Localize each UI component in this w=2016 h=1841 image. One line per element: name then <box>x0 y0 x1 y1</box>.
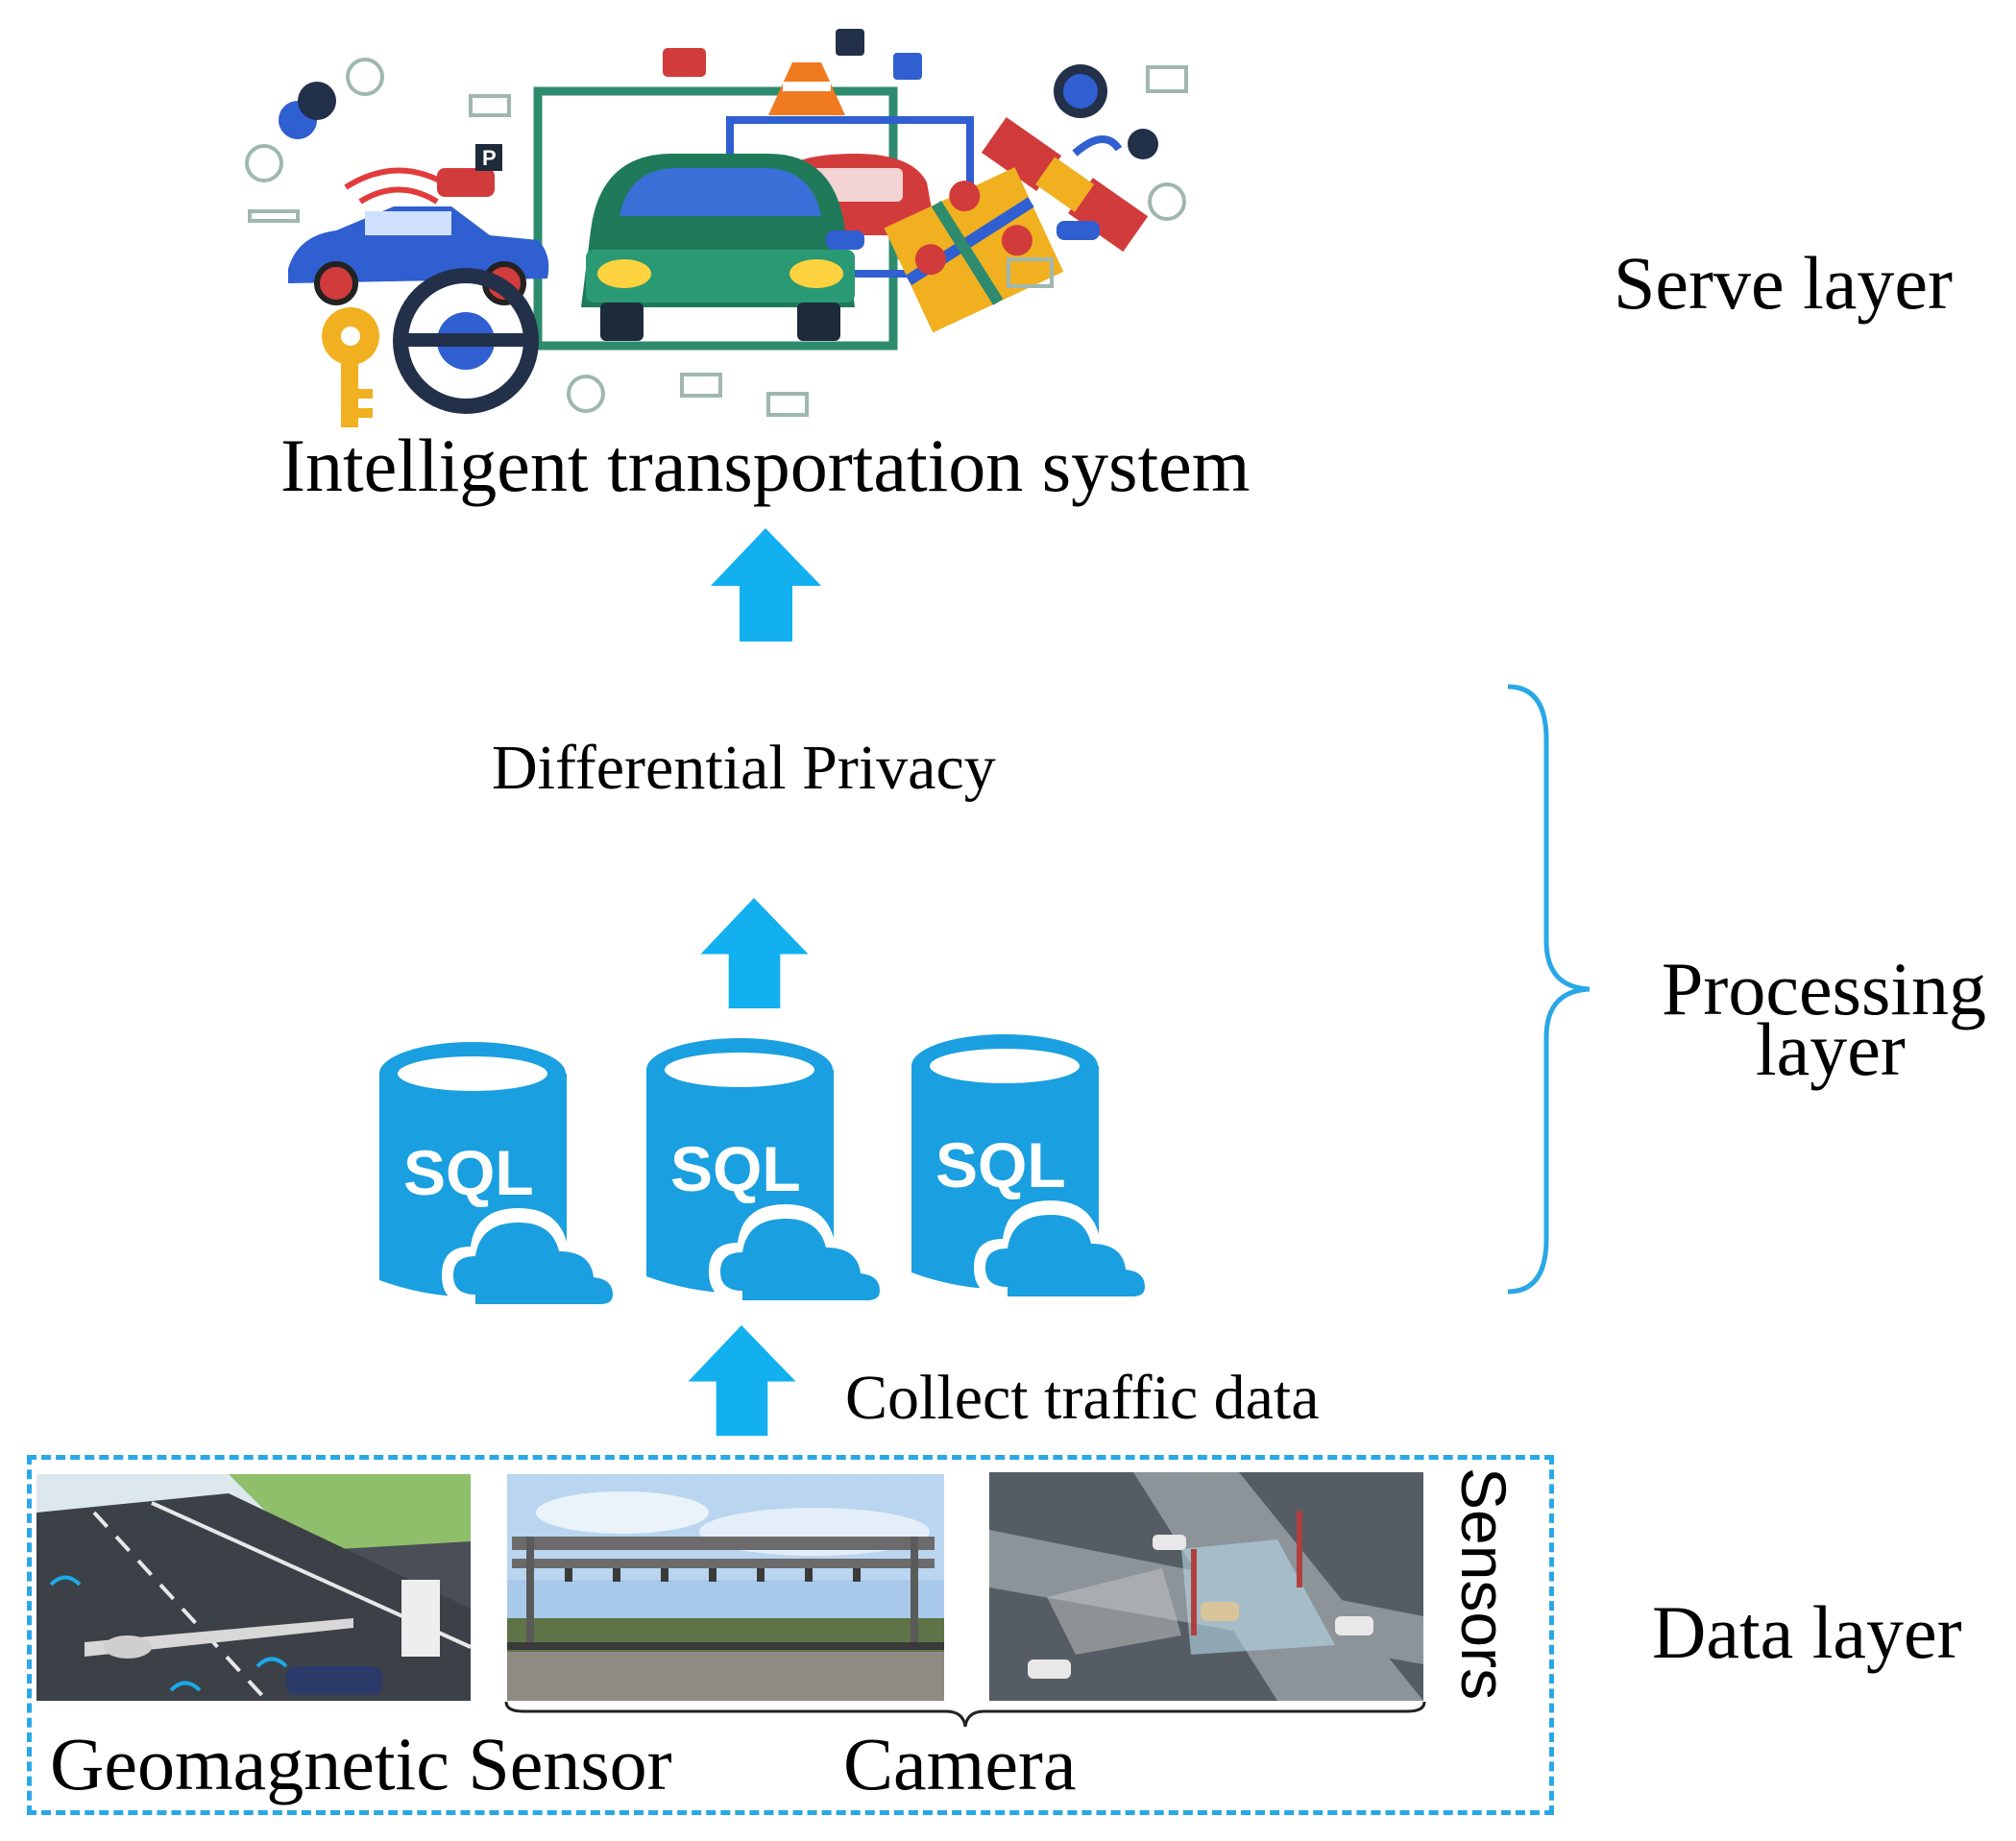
person-icon <box>1128 129 1158 159</box>
geomagnetic-sensor-road-image <box>36 1474 471 1701</box>
collect-traffic-data-label: Collect traffic data <box>845 1363 1320 1433</box>
serve-layer-label: Serve layer <box>1614 241 1953 325</box>
geomagnetic-sensor-label: Geomagnetic Sensor <box>50 1722 672 1805</box>
sensors-box <box>27 1455 1554 1815</box>
differential-privacy-label: Differential Privacy <box>492 733 996 803</box>
sql-database: SQL <box>642 1031 930 1320</box>
highway-gantry-camera-image <box>507 1474 944 1701</box>
dashcam-icon <box>836 29 864 56</box>
svg-text:P: P <box>482 146 497 170</box>
traffic-cone-icon <box>768 62 845 115</box>
intersection-camera-image <box>989 1472 1423 1701</box>
sql-label: SQL <box>403 1137 534 1208</box>
map-icon <box>884 167 1064 333</box>
up-arrow-icon <box>688 1325 796 1436</box>
camera-brace <box>504 1701 1426 1728</box>
satellite-icon <box>981 116 1149 253</box>
steering-wheel-icon <box>393 268 539 414</box>
processing-layer-label-line2: layer <box>1756 1007 1906 1091</box>
key-icon <box>322 307 379 427</box>
sql-database: SQL <box>375 1035 663 1323</box>
engine-icon <box>663 48 706 77</box>
camera-label: Camera <box>843 1722 1077 1805</box>
sensors-label: Sensors <box>1448 1467 1519 1701</box>
sql-cloud-database-icon <box>911 1034 1158 1306</box>
sql-cloud-database-icon <box>379 1042 626 1314</box>
autonomous-car-icon <box>298 82 336 120</box>
its-title: Intelligent transportation system <box>280 424 1251 507</box>
its-collage-icon: P <box>221 10 1297 432</box>
sql-label: SQL <box>935 1129 1066 1200</box>
data-layer-label: Data layer <box>1652 1590 1962 1674</box>
processing-layer-brace <box>1507 684 1591 1295</box>
sql-label: SQL <box>670 1133 801 1204</box>
parking-car-icon: P <box>437 144 502 197</box>
blue-car-icon <box>288 206 549 305</box>
processing-layer-label: Processing <box>1662 947 1986 1030</box>
up-arrow-icon <box>711 528 821 642</box>
traffic-light-icon <box>1057 221 1100 240</box>
sql-cloud-database-icon <box>646 1038 893 1310</box>
phone-icon <box>893 53 922 80</box>
sql-database: SQL <box>907 1028 1195 1316</box>
up-arrow-icon <box>700 898 809 1008</box>
small-car-icon <box>826 230 864 250</box>
green-car-icon <box>581 154 855 341</box>
